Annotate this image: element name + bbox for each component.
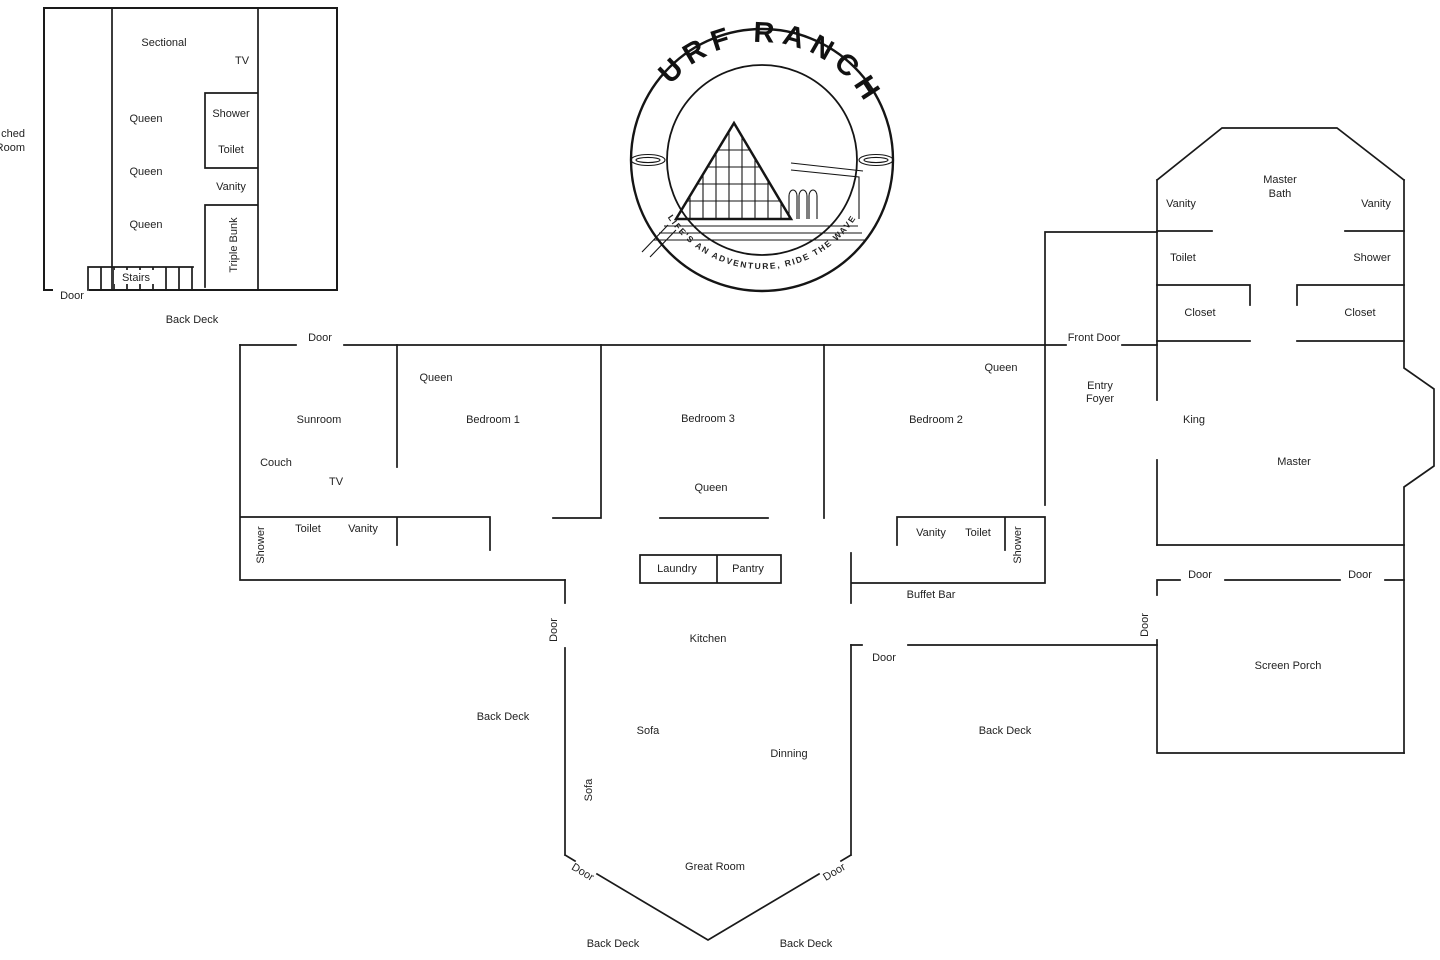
label-great-room-door-left: Door xyxy=(569,861,596,884)
label-closet-right: Closet xyxy=(1344,307,1375,319)
logo-tagline-text: LIFE'S AN ADVENTURE, RIDE THE WAVE xyxy=(666,213,858,271)
detached-room-walls xyxy=(43,7,338,291)
label-tv-sunroom: TV xyxy=(329,476,344,488)
label-bedroom-2: Bedroom 2 xyxy=(909,414,963,426)
label-great-room-door-right: Door xyxy=(821,861,848,884)
label-queen-bedroom3: Queen xyxy=(694,482,727,494)
label-back-deck-bottom-right: Back Deck xyxy=(780,938,833,950)
main-house-labels: Door Queen Sunroom Bedroom 1 Couch TV Be… xyxy=(255,332,1121,950)
label-entry-foyer-line2: Foyer xyxy=(1086,393,1114,405)
label-dining: Dinning xyxy=(770,748,807,760)
master-suite-labels: Master Bath Vanity Vanity Toilet Shower … xyxy=(1139,174,1391,672)
logo-brand-text: SURF RANCH xyxy=(0,0,889,111)
label-shower-detached: Shower xyxy=(212,108,250,120)
surfboard-icon xyxy=(630,153,894,167)
label-sectional: Sectional xyxy=(141,37,186,49)
label-vanity-master-left: Vanity xyxy=(1166,198,1196,210)
label-sunroom: Sunroom xyxy=(297,414,342,426)
label-queen-bedroom2: Queen xyxy=(984,362,1017,374)
label-screen-porch: Screen Porch xyxy=(1255,660,1322,672)
label-toilet-detached: Toilet xyxy=(218,144,244,156)
label-door-left-wall: Door xyxy=(548,618,560,642)
edge-cutoff-label-line1: ched xyxy=(1,128,25,140)
master-suite-walls xyxy=(1155,127,1435,754)
label-queen-1: Queen xyxy=(129,113,162,125)
label-porch-door-left: Door xyxy=(1188,569,1212,581)
surf-ranch-logo: SURF RANCH LIFE'S AN ADVENTURE, RIDE THE… xyxy=(0,0,895,293)
label-front-door: Front Door xyxy=(1068,332,1121,344)
label-closet-left: Closet xyxy=(1184,307,1215,319)
label-queen-2: Queen xyxy=(129,166,162,178)
label-door-detached: Door xyxy=(60,290,84,302)
label-great-room: Great Room xyxy=(685,861,745,873)
label-king: King xyxy=(1183,414,1205,426)
label-shower-bath-left: Shower xyxy=(255,526,267,564)
label-kitchen: Kitchen xyxy=(690,633,727,645)
label-sofa-horizontal: Sofa xyxy=(637,725,661,737)
label-back-deck-detached: Back Deck xyxy=(166,314,219,326)
label-buffet-bar: Buffet Bar xyxy=(907,589,956,601)
label-door-top: Door xyxy=(308,332,332,344)
label-shower-bath-right: Shower xyxy=(1012,526,1024,564)
main-house-walls xyxy=(239,231,1158,941)
label-porch-door-right: Door xyxy=(1348,569,1372,581)
logo-inner-ring xyxy=(666,64,858,256)
label-couch: Couch xyxy=(260,457,292,469)
label-toilet-master: Toilet xyxy=(1170,252,1196,264)
label-vanity-detached: Vanity xyxy=(216,181,246,193)
label-queen-3: Queen xyxy=(129,219,162,231)
label-pantry: Pantry xyxy=(732,563,764,575)
label-master-bath-line2: Bath xyxy=(1269,188,1292,200)
label-laundry: Laundry xyxy=(657,563,697,575)
label-bedroom-1: Bedroom 1 xyxy=(466,414,520,426)
label-sofa-vertical: Sofa xyxy=(583,778,595,802)
label-tv-detached: TV xyxy=(235,55,250,67)
label-shower-master: Shower xyxy=(1353,252,1391,264)
label-vanity-master-right: Vanity xyxy=(1361,198,1391,210)
label-vanity-bath-left: Vanity xyxy=(348,523,378,535)
label-bedroom-3: Bedroom 3 xyxy=(681,413,735,425)
label-triple-bunk: Triple Bunk xyxy=(228,217,240,273)
label-door-back-hall: Door xyxy=(872,652,896,664)
label-back-deck-right: Back Deck xyxy=(979,725,1032,737)
label-queen-bedroom1: Queen xyxy=(419,372,452,384)
label-master-bedroom: Master xyxy=(1277,456,1311,468)
logo-tagline-textpath: LIFE'S AN ADVENTURE, RIDE THE WAVE xyxy=(666,213,857,271)
label-porch-door-side: Door xyxy=(1139,613,1151,637)
label-vanity-bath-right: Vanity xyxy=(916,527,946,539)
label-back-deck-bottom-left: Back Deck xyxy=(587,938,640,950)
label-toilet-bath-right: Toilet xyxy=(965,527,991,539)
label-toilet-bath-left: Toilet xyxy=(295,523,321,535)
label-master-bath-line1: Master xyxy=(1263,174,1297,186)
edge-cutoff-label-line2: Room xyxy=(0,142,25,154)
label-stairs: Stairs xyxy=(122,272,151,284)
detached-room-labels: ched Room Sectional TV Shower Toilet Van… xyxy=(0,37,250,326)
logo-brand-textpath: SURF RANCH xyxy=(0,0,882,111)
stairs-label-backing xyxy=(114,270,158,284)
label-back-deck-left: Back Deck xyxy=(477,711,530,723)
label-entry-foyer-line1: Entry xyxy=(1087,380,1113,392)
